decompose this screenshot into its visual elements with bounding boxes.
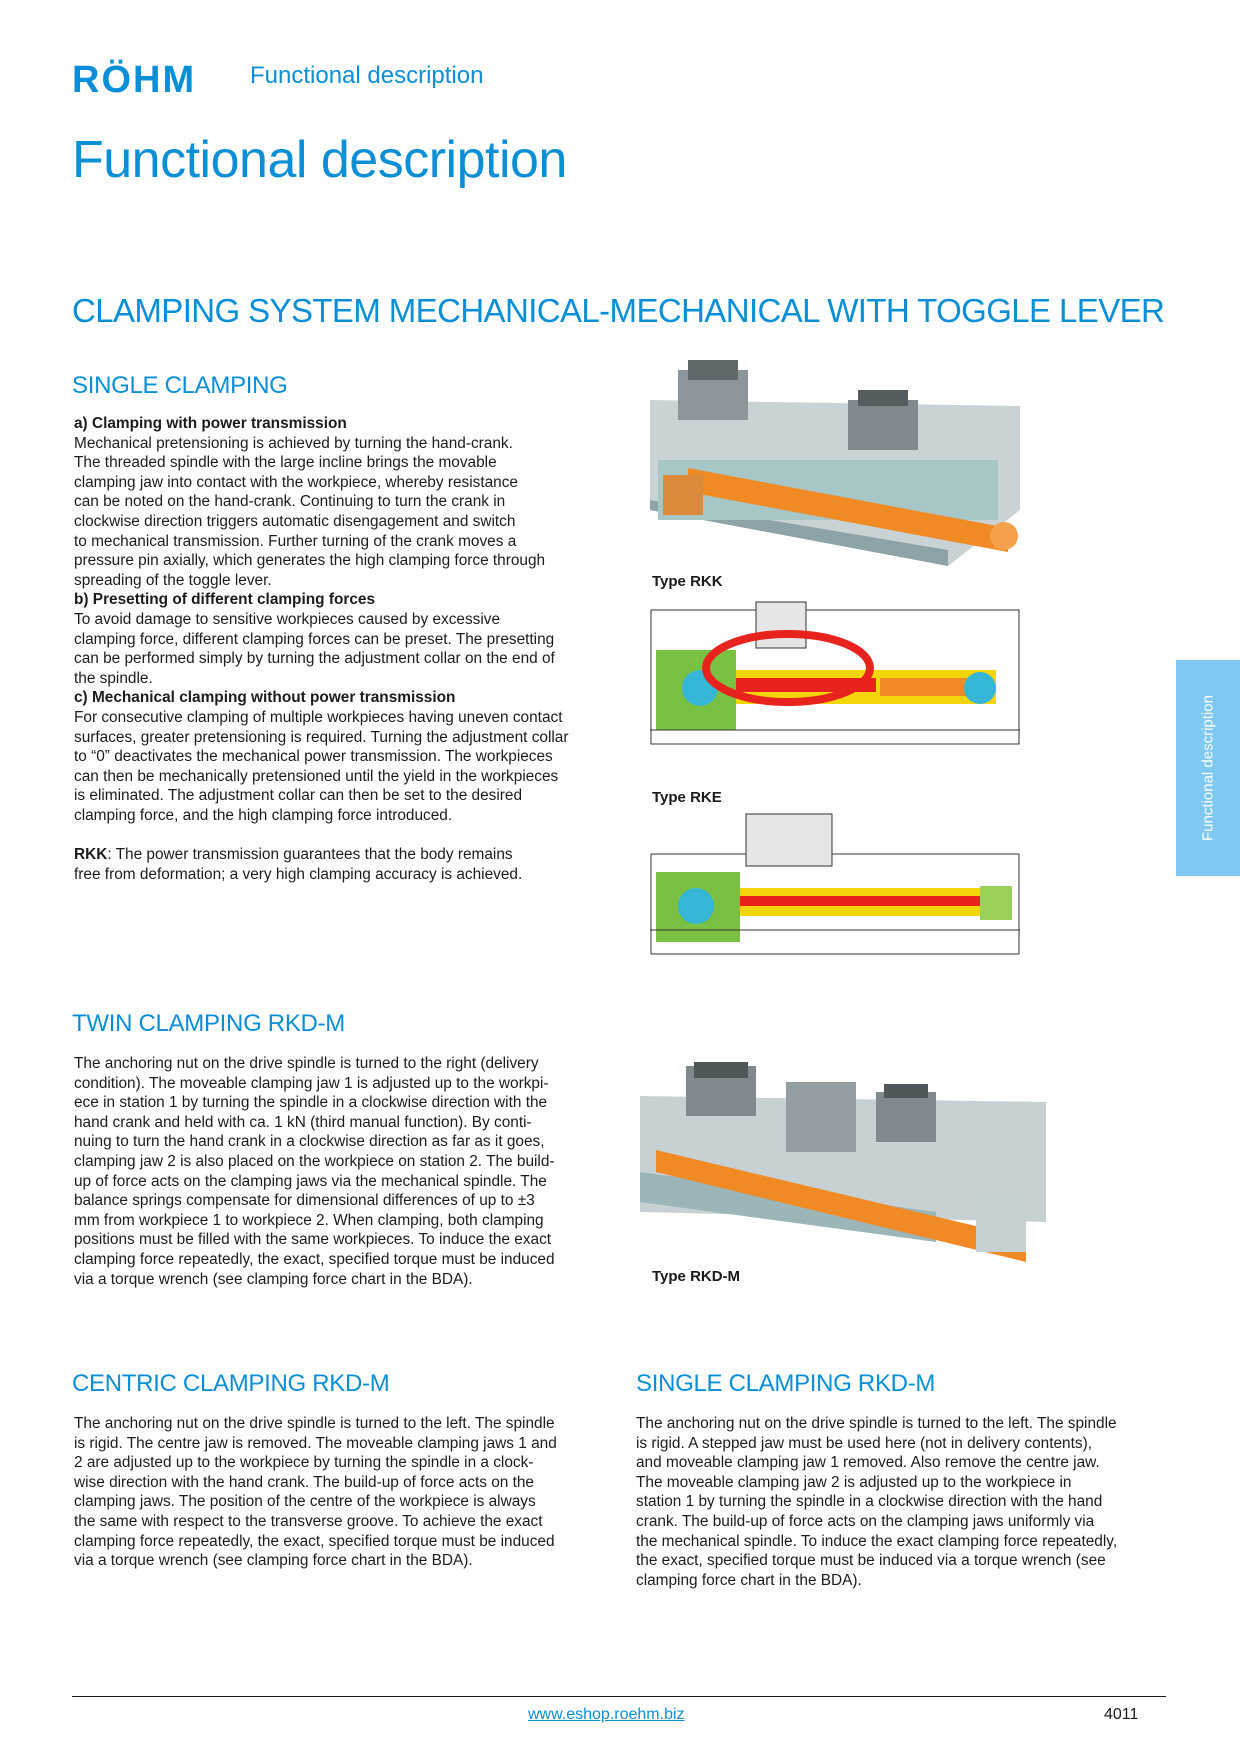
text-line: is rigid. The centre jaw is removed. The… [74, 1434, 557, 1452]
single-clamping-rkdm-text: The anchoring nut on the drive spindle i… [636, 1414, 1156, 1590]
heading-b: b) Presetting of different clamping forc… [74, 591, 376, 609]
figure-rkk-section [650, 600, 1020, 746]
text-line: the spindle. [74, 669, 153, 687]
text-line: crank. The build-up of force acts on the… [636, 1512, 1095, 1530]
section-title: CLAMPING SYSTEM MECHANICAL-MECHANICAL WI… [72, 292, 1165, 329]
twin-clamping-text: The anchoring nut on the drive spindle i… [74, 1054, 594, 1289]
page-number: 4011 [1104, 1706, 1139, 1723]
text-line: clamping jaw into contact with the workp… [74, 473, 518, 491]
text-line: can be noted on the hand-crank. Continui… [74, 493, 506, 511]
header-label: Functional description [250, 62, 484, 89]
twin-clamping-title: TWIN CLAMPING RKD-M [72, 1010, 345, 1037]
figure-rkk-3d [648, 360, 1020, 566]
text-line: can be performed simply by turning the a… [74, 650, 555, 668]
text-line: The anchoring nut on the drive spindle i… [636, 1415, 1117, 1432]
text-line: The threaded spindle with the large incl… [74, 454, 497, 472]
text-line: clamping force repeatedly, the exact, sp… [74, 1250, 555, 1268]
text-line: 2 are adjusted up to the workpiece by tu… [74, 1454, 534, 1472]
text-line: clamping force, different clamping force… [74, 630, 555, 648]
text-line: The anchoring nut on the drive spindle i… [74, 1055, 539, 1072]
caption-rke: Type RKE [652, 789, 722, 806]
text-line: The anchoring nut on the drive spindle i… [74, 1415, 555, 1432]
text-line: The moveable clamping jaw 2 is adjusted … [636, 1473, 1072, 1491]
text-line: mm from workpiece 1 to workpiece 2. When… [74, 1211, 544, 1229]
figure-rkdm-3d [636, 1062, 1046, 1262]
text-line: the exact, specified torque must be indu… [636, 1552, 1106, 1570]
text-line: the same with respect to the transverse … [74, 1512, 543, 1530]
text-line: nuing to turn the hand crank in a clockw… [74, 1133, 545, 1151]
side-tab[interactable]: Functional description [1176, 660, 1240, 876]
rkk-line-2: free from deformation; a very high clamp… [74, 865, 523, 883]
text-line: can then be mechanically pretensioned un… [74, 767, 559, 785]
rkk-line-1: : The power transmission guarantees that… [107, 846, 513, 864]
text-line: ece in station 1 by turning the spindle … [74, 1094, 548, 1112]
text-line: wise direction with the hand crank. The … [74, 1473, 534, 1491]
text-line: via a torque wrench (see clamping force … [74, 1552, 473, 1570]
rkk-note: RKK: The power transmission guarantees t… [74, 845, 594, 865]
text-line: pressure pin axially, which generates th… [74, 552, 546, 570]
text-line: clamping jaw 2 is also placed on the wor… [74, 1152, 555, 1170]
side-tab-label: Functional description [1199, 695, 1217, 841]
text-line: hand crank and held with ca. 1 kN (third… [74, 1113, 532, 1131]
text-line: to “0” deactivates the mechanical power … [74, 748, 553, 766]
footer-divider [72, 1696, 1166, 1697]
text-line: condition). The moveable clamping jaw 1 … [74, 1074, 549, 1092]
roehm-logo: RÖHM [72, 56, 212, 101]
text-line: clamping force chart in the BDA). [636, 1571, 862, 1589]
brand-wordmark: RÖHM [72, 58, 196, 96]
text-line: Mechanical pretensioning is achieved by … [74, 434, 513, 452]
text-line: For consecutive clamping of multiple wor… [74, 708, 563, 726]
rkk-label: RKK [74, 846, 108, 864]
centric-clamping-text: The anchoring nut on the drive spindle i… [74, 1414, 594, 1571]
text-line: and moveable clamping jaw 1 removed. Als… [636, 1454, 1100, 1472]
text-line: via a torque wrench (see clamping force … [74, 1270, 473, 1288]
text-line: station 1 by turning the spindle in a cl… [636, 1493, 1103, 1511]
caption-rkdm: Type RKD-M [652, 1268, 741, 1285]
text-line: up of force acts on the clamping jaws vi… [74, 1172, 547, 1190]
text-line: clockwise direction triggers automatic d… [74, 512, 516, 530]
text-line: surfaces, greater pretensioning is requi… [74, 728, 569, 746]
footer-url-link[interactable]: www.eshop.roehm.biz [528, 1706, 685, 1723]
heading-a: a) Clamping with power transmission [74, 415, 347, 432]
single-clamping-text: a) Clamping with power transmission Mech… [74, 414, 594, 884]
text-line: clamping jaws. The position of the centr… [74, 1493, 536, 1511]
single-clamping-rkdm-title: SINGLE CLAMPING RKD-M [636, 1370, 936, 1397]
figure-rke-section [650, 812, 1020, 956]
text-line: To avoid damage to sensitive workpieces … [74, 610, 501, 628]
text-line: clamping force, and the high clamping fo… [74, 806, 453, 824]
text-line: balance springs compensate for dimension… [74, 1192, 535, 1210]
text-line: is eliminated. The adjustment collar can… [74, 787, 523, 805]
heading-c: c) Mechanical clamping without power tra… [74, 689, 456, 707]
text-line: is rigid. A stepped jaw must be used her… [636, 1434, 1092, 1452]
centric-clamping-title: CENTRIC CLAMPING RKD-M [72, 1370, 390, 1397]
page-title: Functional description [72, 131, 567, 189]
text-line: the mechanical spindle. To induce the ex… [636, 1532, 1118, 1550]
text-line: spreading of the toggle lever. [74, 571, 272, 589]
text-line: to mechanical transmission. Further turn… [74, 532, 517, 550]
text-line: clamping force repeatedly, the exact, sp… [74, 1532, 555, 1550]
single-clamping-title: SINGLE CLAMPING [72, 372, 288, 399]
text-line: positions must be filled with the same w… [74, 1231, 552, 1249]
caption-rkk: Type RKK [652, 573, 723, 590]
